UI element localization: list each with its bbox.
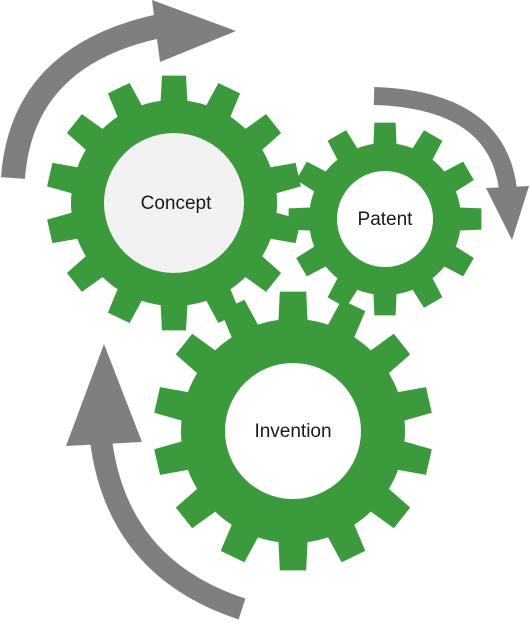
arrow-bottom-left <box>66 344 246 620</box>
gear-invention-hub <box>225 363 361 499</box>
arrow-bottom-left-shaft <box>90 438 246 620</box>
gear-invention: Invention <box>154 291 432 571</box>
gear-patent: Patent <box>288 122 482 316</box>
arrow-top-left-shaft <box>1 14 163 180</box>
arrow-right <box>373 87 529 240</box>
arrow-right-head <box>486 186 529 240</box>
gear-concept-label: Concept <box>141 193 212 214</box>
arrow-top-left <box>1 0 236 180</box>
gear-invention-label: Invention <box>254 421 331 442</box>
gear-patent-label: Patent <box>358 209 414 230</box>
arrow-right-shaft <box>373 87 517 192</box>
gear-concept: Concept <box>47 75 301 331</box>
arrow-bottom-left-head <box>66 344 142 446</box>
gear-concept-hub <box>104 133 244 273</box>
arrow-top-left-head <box>152 0 236 62</box>
gear-patent-hub <box>337 171 433 267</box>
